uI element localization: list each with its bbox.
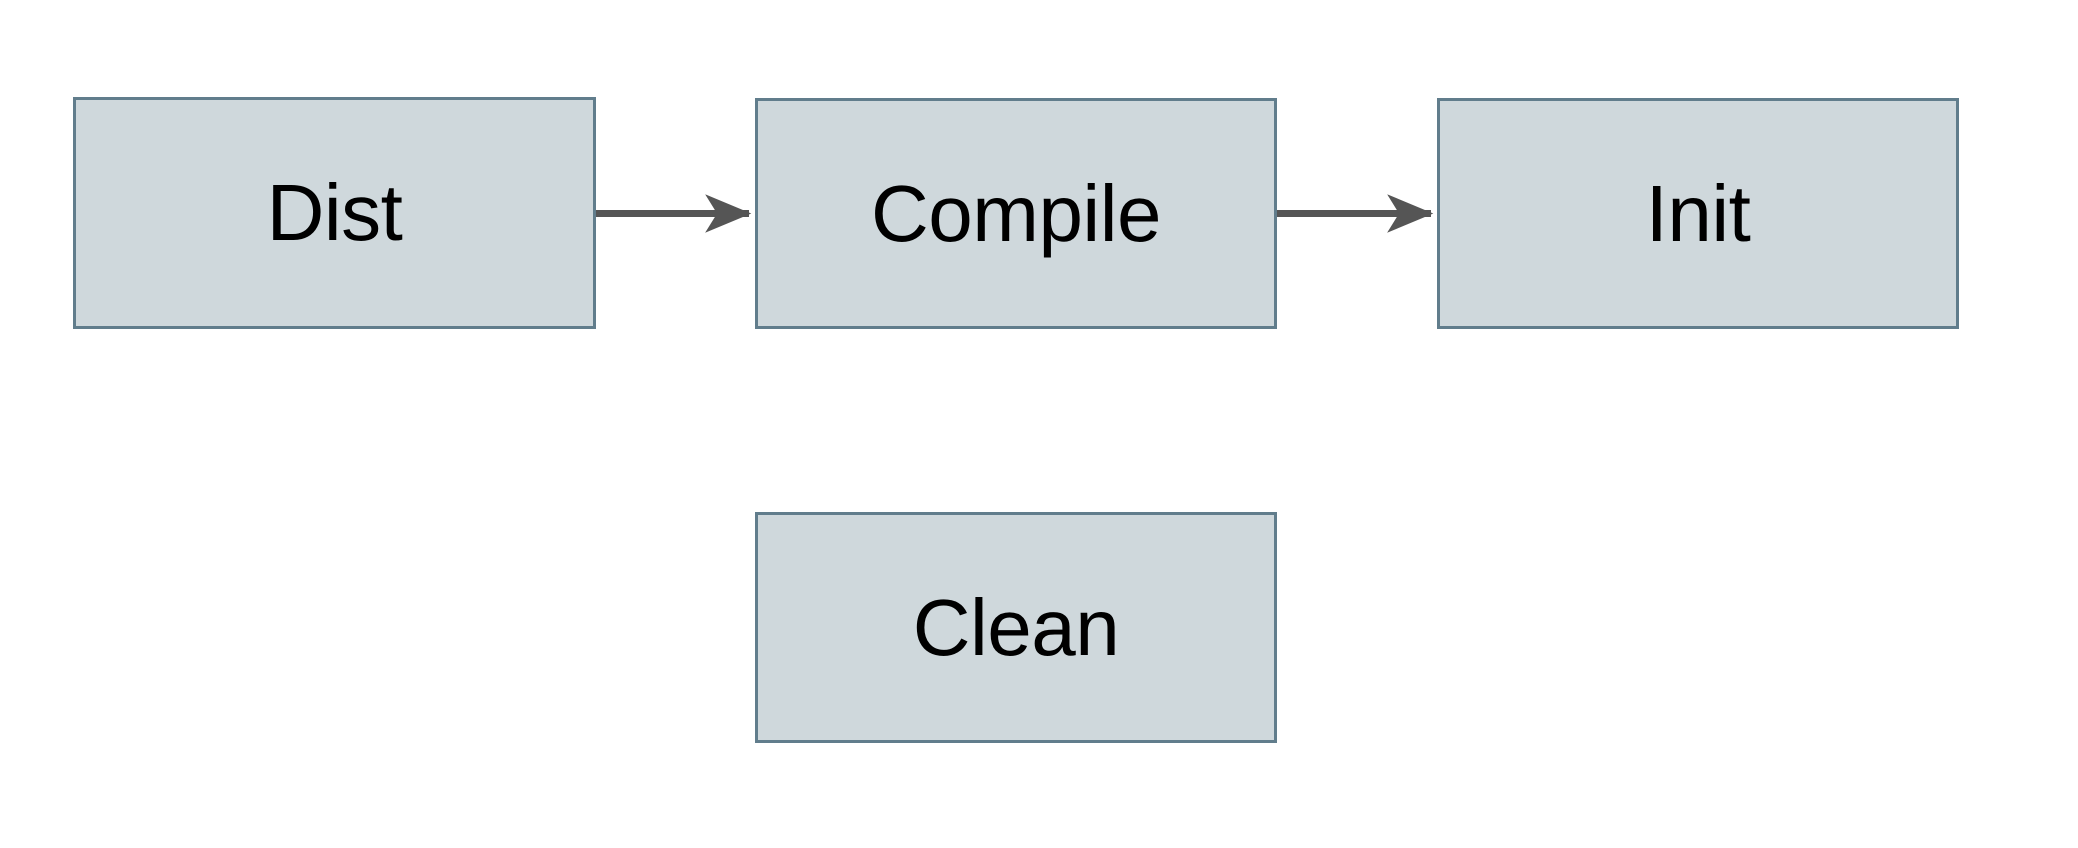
node-compile-label: Compile: [871, 168, 1161, 258]
node-dist[interactable]: Dist: [73, 97, 596, 329]
node-dist-label: Dist: [266, 168, 403, 257]
node-compile[interactable]: Compile: [755, 98, 1277, 329]
node-init-label: Init: [1645, 168, 1751, 258]
node-clean-label: Clean: [912, 582, 1120, 672]
node-clean[interactable]: Clean: [755, 512, 1277, 743]
node-init[interactable]: Init: [1437, 98, 1959, 329]
